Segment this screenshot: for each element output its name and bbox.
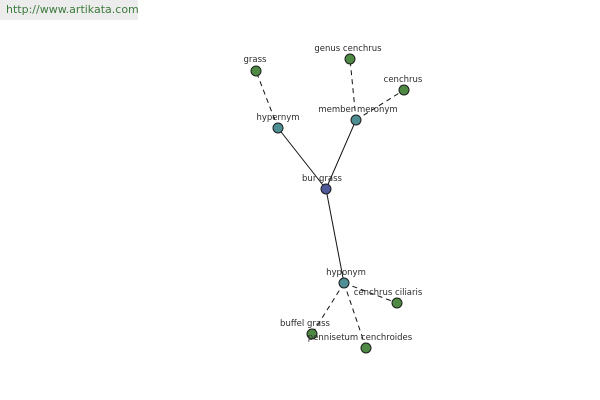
node-genus-cenchrus[interactable]	[344, 53, 356, 65]
label-hypernym: hypernym	[256, 113, 299, 123]
node-cenchrus-ciliaris[interactable]	[391, 297, 403, 309]
label-pennisetum-cenchroides: pennisetum cenchroides	[308, 333, 413, 343]
edge-meronym-cenchrus	[355, 89, 405, 121]
label-buffel-grass: buffel grass	[280, 319, 330, 329]
node-buffel-grass[interactable]	[306, 328, 318, 340]
label-hyponym: hyponym	[326, 268, 366, 278]
site-url[interactable]: http://www.artikata.com	[0, 0, 139, 20]
node-cenchrus[interactable]	[398, 84, 410, 96]
edge-center-hypernym	[277, 127, 327, 190]
edge-hyponym-pennisetum	[343, 282, 367, 349]
label-cenchrus: cenchrus	[384, 75, 423, 85]
node-grass[interactable]	[250, 65, 262, 77]
label-member-meronym: member meronym	[318, 105, 397, 115]
node-pennisetum-cenchroides[interactable]	[360, 342, 372, 354]
edge-meronym-genus-cenchrus	[349, 58, 357, 121]
edge-center-meronym	[325, 119, 357, 190]
edge-center-hyponym	[325, 188, 345, 284]
label-genus-cenchrus: genus cenchrus	[314, 44, 382, 54]
edge-hypernym-grass	[255, 70, 279, 129]
label-cenchrus-ciliaris: cenchrus ciliaris	[354, 288, 423, 298]
edge-hyponym-buffel-grass	[311, 282, 345, 335]
node-hyponym[interactable]	[338, 277, 350, 289]
edge-hyponym-cenchrus-ciliaris	[343, 282, 398, 304]
node-hypernym[interactable]	[272, 122, 284, 134]
node-bur-grass[interactable]	[320, 183, 332, 195]
label-bur-grass: bur grass	[302, 174, 343, 184]
label-grass: grass	[244, 55, 268, 65]
node-member-meronym[interactable]	[350, 114, 362, 126]
